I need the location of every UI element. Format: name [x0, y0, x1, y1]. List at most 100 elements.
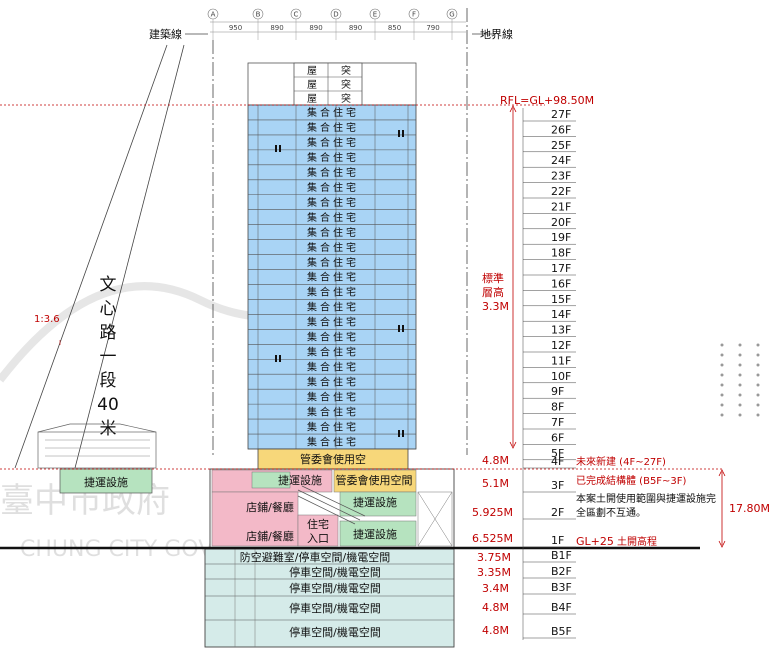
floor-label: 1F [551, 534, 564, 547]
residence-entry-label-2: 入口 [307, 532, 329, 545]
person-icon [402, 430, 404, 437]
residential-label-char: 宅 [346, 375, 356, 388]
basement-label: 停車空間/機電空間 [289, 601, 381, 615]
residential-label-char: 集 [307, 405, 317, 418]
residential-label-char: 集 [307, 166, 317, 179]
floor-label: 18F [551, 247, 571, 260]
building-line-label: 建築線 [149, 27, 182, 41]
roof-structure [247, 62, 417, 106]
roof-label: 突 [341, 92, 351, 105]
residential-label-char: 宅 [346, 151, 356, 164]
residential-label-char: 合 [320, 151, 330, 164]
floor-label: 24F [551, 154, 571, 167]
roof-label: 屋 [307, 65, 317, 77]
floor-label: 17F [551, 262, 571, 275]
residential-label-char: 宅 [346, 346, 356, 359]
residential-label-char: 合 [320, 301, 330, 314]
residential-label-char: 住 [333, 301, 343, 314]
mrt-facility-label-left: 捷運設施 [278, 473, 322, 487]
floor-label: 3F [551, 479, 564, 492]
mrt-facility-label-mid: 捷運設施 [353, 495, 397, 509]
height-2f: 5.925M [472, 506, 513, 519]
residential-label-char: 宅 [346, 226, 356, 239]
residential-label-char: 集 [307, 271, 317, 284]
station-structure [37, 423, 157, 469]
floor-label: 13F [551, 324, 571, 337]
residential-label-char: 住 [333, 405, 343, 418]
standard-height-label-1: 標準 [482, 271, 504, 285]
residential-label-char: 合 [320, 420, 330, 433]
residential-label-char: 住 [333, 286, 343, 299]
residential-label-char: 集 [307, 420, 317, 433]
roof-label: 屋 [307, 93, 317, 105]
floor-list: 27F26F25F24F23F22F21F20F19F18F17F16F15F1… [522, 108, 576, 640]
residential-label-char: 集 [307, 346, 317, 359]
residential-label-char: 集 [307, 121, 317, 134]
road-label-char: 米 [100, 419, 117, 439]
shop-label-bottom: 店鋪/餐廳 [246, 529, 294, 543]
podium [209, 468, 455, 550]
person-icon [402, 325, 404, 332]
residential-label-char: 集 [307, 390, 317, 403]
residential-label-char: 集 [307, 136, 317, 149]
floor-label: 19F [551, 231, 571, 244]
residential-label-char: 合 [320, 211, 330, 224]
person-icon [398, 130, 400, 137]
height-1f: 6.525M [472, 532, 513, 545]
floor-label: 10F [551, 370, 571, 383]
residential-label-char: 集 [307, 256, 317, 269]
residential-label-char: 集 [307, 286, 317, 299]
residential-label-char: 宅 [346, 166, 356, 179]
mrt-facility-label-outer: 捷運設施 [84, 475, 128, 489]
slope-line-2 [74, 44, 185, 469]
residential-label-char: 合 [320, 360, 330, 373]
residential-label-char: 住 [333, 360, 343, 373]
floor-label: 11F [551, 354, 571, 367]
standard-height-label-2: 層高 [482, 285, 504, 299]
grid-axis-label: F [412, 11, 416, 19]
edge-pattern [720, 343, 760, 417]
residential-label-char: 宅 [346, 390, 356, 403]
grid-axis-label: D [333, 11, 338, 19]
grid-axis-label: C [294, 11, 299, 19]
floor-label: 14F [551, 308, 571, 321]
grid-axis-label: B [256, 11, 261, 19]
residential-label-char: 集 [307, 106, 317, 119]
residential-label-char: 宅 [346, 435, 356, 448]
road-label-char: 一 [100, 347, 117, 367]
floor-label: 21F [551, 200, 571, 213]
residential-label-char: 合 [320, 331, 330, 344]
residential-label-char: 住 [333, 226, 343, 239]
slope-label: 1:3.6 [34, 314, 60, 325]
roof-label: 突 [341, 78, 351, 91]
residential-label-char: 宅 [346, 106, 356, 119]
person-icon [279, 145, 281, 152]
residential-label-char: 合 [320, 226, 330, 239]
floor-label: B2F [551, 565, 572, 578]
shop-label-top: 店鋪/餐廳 [246, 500, 294, 514]
floor-label: B5F [551, 625, 572, 638]
road-label-char: 文 [100, 275, 117, 295]
residential-label-char: 集 [307, 316, 317, 329]
residential-label-char: 住 [333, 271, 343, 284]
basement-label: 停車空間/機電空間 [289, 565, 381, 579]
grid-spacing-label: 890 [270, 24, 283, 32]
residential-label-char: 集 [307, 360, 317, 373]
height-b1: 3.75M [477, 551, 511, 564]
residential-label-char: 集 [307, 196, 317, 209]
committee-right-label: 管委會使用空間 [336, 473, 413, 487]
residential-label-char: 宅 [346, 271, 356, 284]
residential-label-char: 宅 [346, 405, 356, 418]
residential-label-char: 集 [307, 226, 317, 239]
residential-label-char: 住 [333, 256, 343, 269]
floor-label: 8F [551, 401, 564, 414]
residential-label-char: 住 [333, 211, 343, 224]
roof-label: 屋 [307, 79, 317, 91]
residential-label-char: 合 [320, 181, 330, 194]
grid-axis-label: E [373, 11, 377, 19]
road-label-char: 路 [100, 323, 117, 343]
mrt-facility-label-lower: 捷運設施 [353, 527, 397, 541]
